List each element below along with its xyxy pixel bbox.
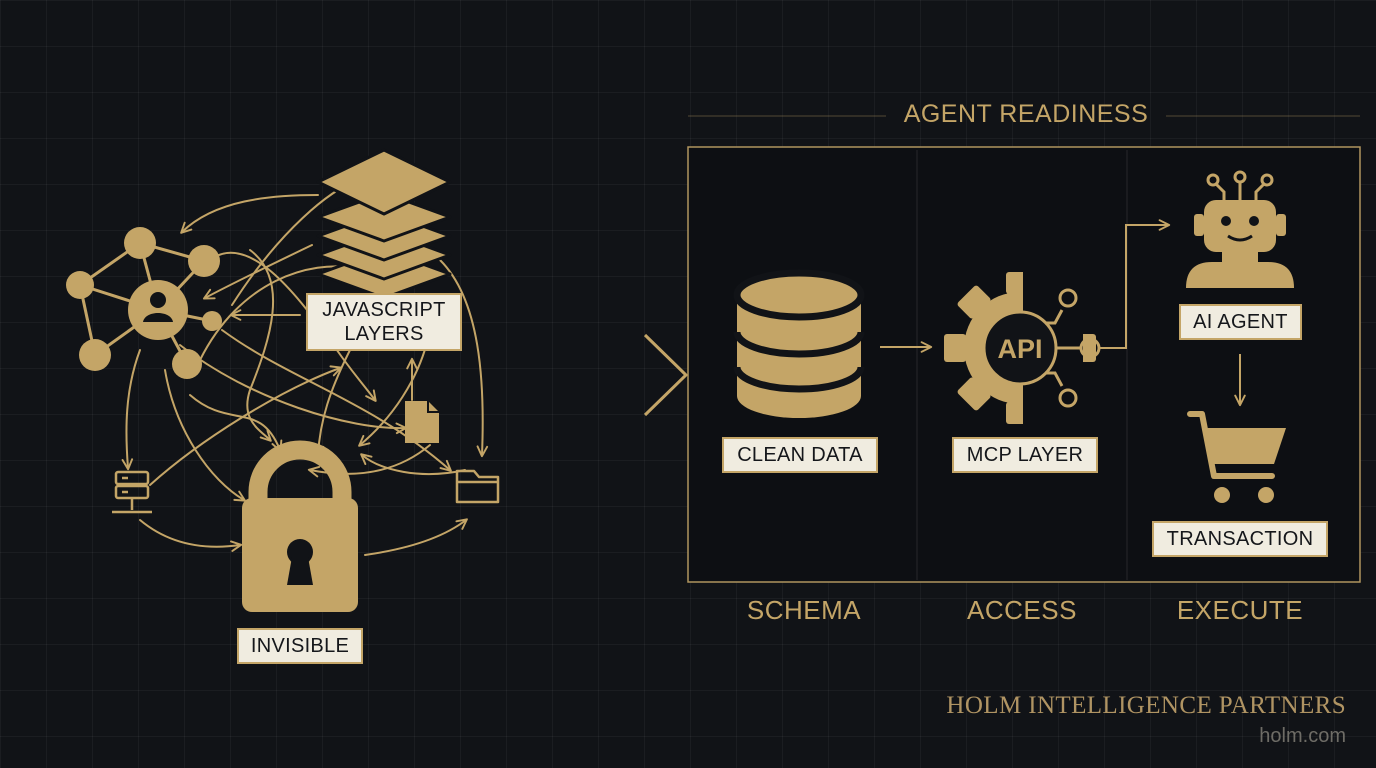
tangled-arrows — [121, 177, 489, 556]
brand-name: HOLM INTELLIGENCE PARTNERS — [946, 692, 1346, 719]
layers-icon — [316, 148, 452, 300]
gear-icon: API — [944, 262, 1101, 434]
lock-icon — [242, 440, 358, 612]
arrow-mcp-to-agent — [1100, 219, 1171, 349]
section-schema: SCHEMA — [746, 595, 862, 625]
user-icon — [143, 292, 173, 322]
mcp-layer-label: MCP LAYER — [952, 437, 1098, 473]
shopping-cart-icon — [1187, 411, 1286, 503]
clean-data-label: CLEAN DATA — [722, 437, 878, 473]
ai-agent-label: AI AGENT — [1179, 304, 1302, 340]
transaction-label: TRANSACTION — [1152, 521, 1328, 557]
section-execute: EXECUTE — [1176, 595, 1304, 625]
agent-readiness-heading: AGENT READINESS — [903, 100, 1149, 128]
section-access: ACCESS — [967, 595, 1077, 625]
javascript-layers-label: JAVASCRIPT LAYERS — [306, 293, 462, 351]
server-icon — [112, 470, 152, 514]
api-text: API — [997, 334, 1042, 364]
database-icon — [733, 269, 865, 418]
network-icon — [66, 227, 222, 379]
arrow-right-icon — [508, 333, 689, 417]
brand-url: holm.com — [1259, 725, 1346, 747]
invisible-label: INVISIBLE — [237, 628, 363, 664]
folder-icon — [455, 469, 500, 504]
file-icon — [405, 401, 439, 443]
robot-icon — [1186, 170, 1294, 288]
